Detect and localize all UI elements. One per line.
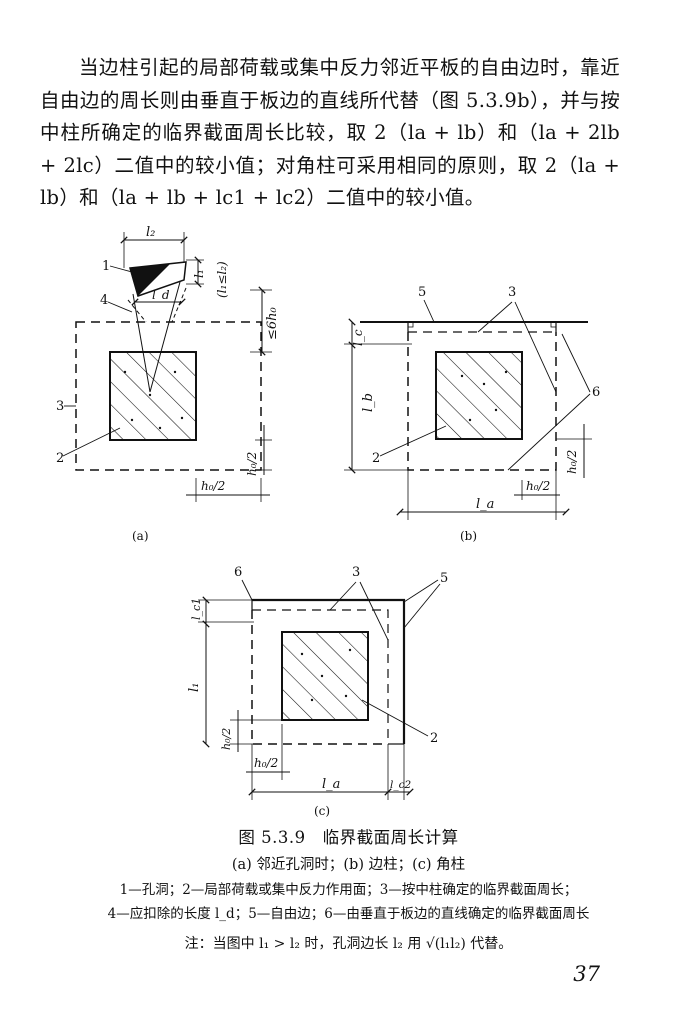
figure-caption-subtitle: (a) 邻近孔洞时；(b) 边柱；(c) 角柱 xyxy=(231,857,466,873)
callout-2-c: 2 xyxy=(430,731,438,746)
callout-6-c: 6 xyxy=(234,565,242,580)
callout-1-a: 1 xyxy=(102,259,110,274)
free-edge-c xyxy=(252,598,406,744)
dim-h0v-b: h₀/2 xyxy=(565,450,579,474)
load-area-dots-a xyxy=(123,370,184,430)
load-area-a xyxy=(109,351,197,441)
dim-cond-a: (l₁≤l₂) xyxy=(215,261,229,298)
callout-2-b: 2 xyxy=(372,451,380,466)
callout-3-c: 3 xyxy=(352,565,360,580)
dim-l1-c: l₁ xyxy=(187,683,202,692)
panel-label-a: (a) xyxy=(132,529,149,543)
hole-fill-a xyxy=(130,264,170,296)
dim-h0h-c: h₀/2 xyxy=(254,756,278,770)
dim-lc2-c: l_c2 xyxy=(390,779,411,791)
dim-h0h-a: h₀/2 xyxy=(201,479,225,493)
dim-lc1-c: l_c1 xyxy=(190,598,203,620)
figure-c: l_c1 l₁ h₀/2 h₀/2 l_a l_c2 6 3 5 2 (c) xyxy=(187,565,448,818)
dim-la-b: l_a xyxy=(476,497,494,512)
dim-lb-b: l_b xyxy=(361,393,376,412)
callout-3-a: 3 xyxy=(56,399,64,414)
load-area-b xyxy=(435,351,523,440)
critical-perimeter-b xyxy=(407,332,557,471)
dim-lc-b: l_c xyxy=(351,329,365,346)
callout-5-b: 5 xyxy=(418,285,426,300)
callout-3-b: 3 xyxy=(508,285,516,300)
callout-5-c: 5 xyxy=(440,571,448,586)
figure-note: 注：当图中 l₁ > l₂ 时，孔洞边长 l₂ 用 √(l₁l₂) 代替。 xyxy=(184,936,513,952)
load-area-dots-b xyxy=(460,370,508,422)
figure-legend-line-2: 4—应扣除的长度 l_d；5—自由边；6—由垂直于板边的直线确定的临界截面周长 xyxy=(107,906,590,922)
dim-6h0-a: ≤6h₀ xyxy=(265,306,280,340)
callout-2-a: 2 xyxy=(56,451,64,466)
dim-h0h-b: h₀/2 xyxy=(526,479,550,493)
figure-a: l₂ l₁ (l₁≤l₂) l_d ≤6h₀ h₀/2 h₀/2 1 4 3 2 xyxy=(56,225,280,543)
dim-l2-a: l₂ xyxy=(146,225,155,240)
load-area-c xyxy=(281,631,369,721)
page-number: 37 xyxy=(573,962,600,986)
figure-caption-title: 图 5.3.9 临界截面周长计算 xyxy=(238,828,459,847)
dim-ld-a: l_d xyxy=(152,288,170,302)
callout-6-b: 6 xyxy=(592,385,600,400)
load-area-dots-c xyxy=(300,648,352,702)
dim-h0v-c: h₀/2 xyxy=(220,728,233,750)
dim-la-c: l_a xyxy=(322,777,340,792)
body-paragraph: 当边柱引起的局部荷载或集中反力邻近平板的自由边时，靠近自由边的周长则由垂直于板边… xyxy=(40,56,620,209)
figure-b: l_c l_b l_a h₀/2 h₀/2 5 3 6 2 (b) xyxy=(344,285,600,543)
figure-legend-line-1: 1—孔洞；2—局部荷载或集中反力作用面；3—按中柱确定的临界截面周长； xyxy=(119,882,578,898)
callout-4-a: 4 xyxy=(100,293,108,308)
dim-l1-a: l₁ xyxy=(192,269,206,278)
dim-h0v-a: h₀/2 xyxy=(245,452,259,476)
panel-label-b: (b) xyxy=(460,529,477,543)
critical-perimeter-a xyxy=(75,321,262,471)
panel-label-c: (c) xyxy=(314,804,330,818)
